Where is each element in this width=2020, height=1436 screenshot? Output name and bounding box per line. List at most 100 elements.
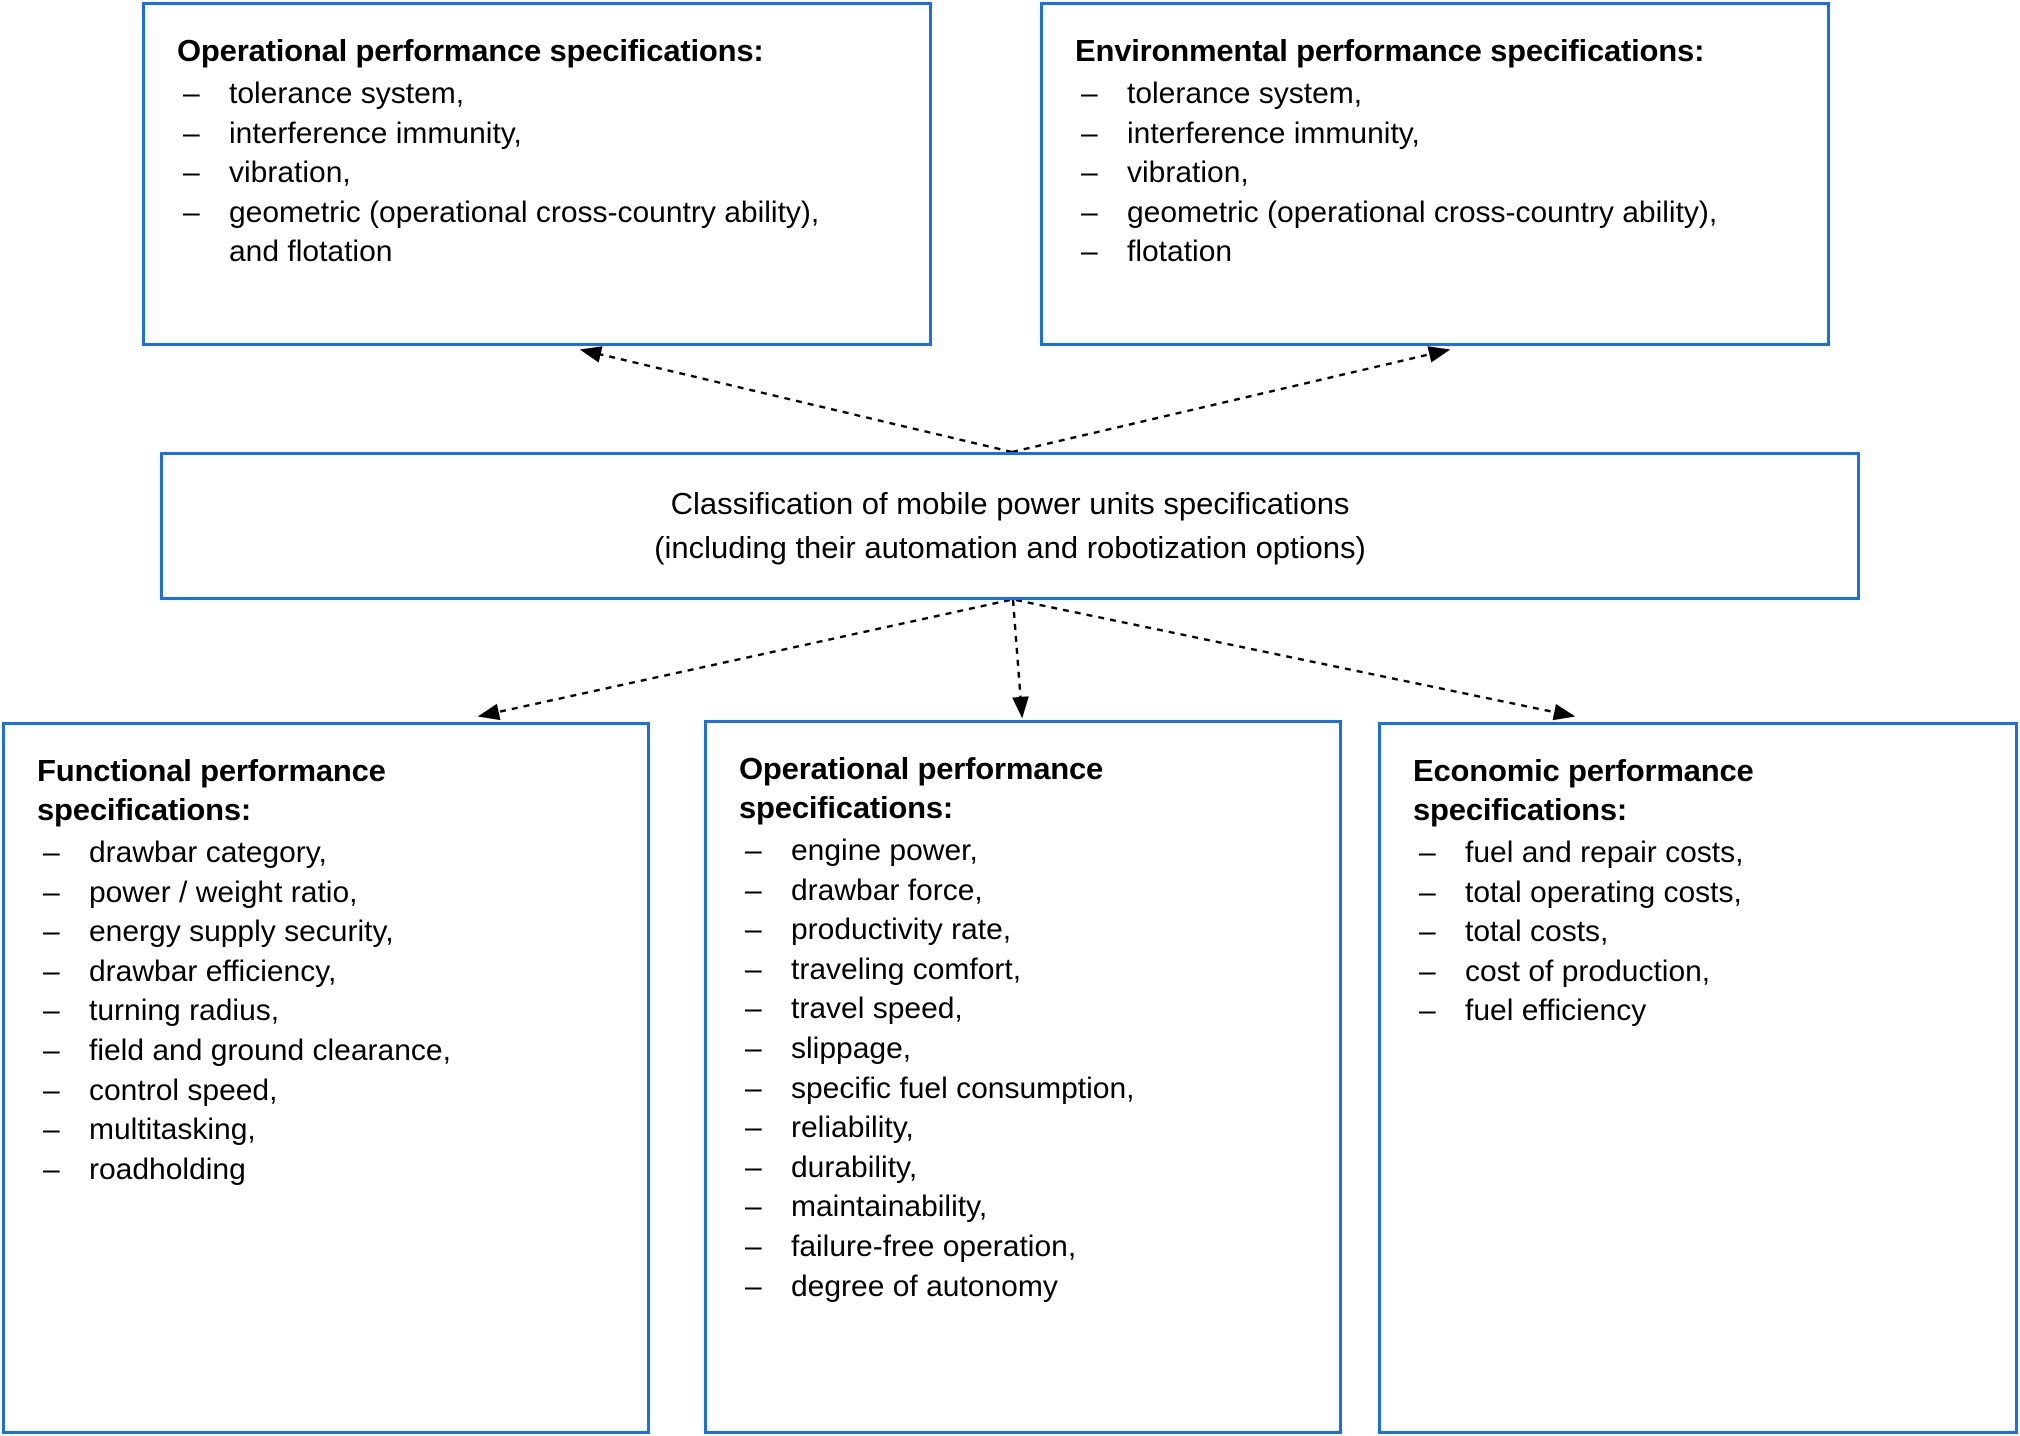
list-item: –degree of autonomy — [739, 1267, 1309, 1307]
list-item: –tolerance system, — [1075, 74, 1797, 114]
list-item-label: failure-free operation, — [791, 1230, 1077, 1264]
list-item: –cost of production, — [1413, 952, 1985, 992]
list-item-label: total costs, — [1465, 915, 1609, 949]
center-box-text: Classification of mobile power units spe… — [654, 485, 1366, 565]
list-item: –roadholding — [37, 1150, 617, 1190]
dash-bullet-icon: – — [745, 1150, 762, 1184]
dash-bullet-icon: – — [43, 994, 60, 1028]
list-item-label: degree of autonomy — [791, 1269, 1058, 1303]
list-item: –geometric (operational cross-country ab… — [177, 193, 899, 272]
connector-center-to-operational-top — [579, 346, 1013, 454]
list-item-label: flotation — [1127, 235, 1233, 269]
list-item: –durability, — [739, 1148, 1309, 1188]
dash-bullet-icon: – — [43, 875, 60, 909]
list-item-label: tolerance system, — [1127, 77, 1363, 111]
list-item-label: field and ground clearance, — [89, 1034, 451, 1068]
list-item-label: productivity rate, — [791, 913, 1012, 947]
connector-center-to-economic — [1015, 598, 1576, 721]
list-item: –energy supply security, — [37, 912, 617, 952]
box-title-operational-top: Operational performance specifications: — [177, 33, 764, 68]
list-item-label: geometric (operational cross-country abi… — [1127, 195, 1718, 229]
list-item-label: vibration, — [1127, 156, 1249, 190]
list-item: –multitasking, — [37, 1110, 617, 1150]
dash-bullet-icon: – — [745, 952, 762, 986]
list-item: –fuel and repair costs, — [1413, 833, 1985, 873]
list-item: –total costs, — [1413, 912, 1985, 952]
box-operational-performance-top: Operational performance specifications: … — [142, 2, 932, 346]
list-item: –geometric (operational cross-country ab… — [1075, 193, 1797, 233]
list-item: –vibration, — [177, 153, 899, 193]
dash-bullet-icon: – — [1419, 836, 1436, 870]
list-item-label: slippage, — [791, 1032, 912, 1066]
list-item: –drawbar efficiency, — [37, 952, 617, 992]
list-item: –interference immunity, — [177, 114, 899, 154]
dash-bullet-icon: – — [745, 1190, 762, 1224]
box-title-economic: Economic performance specifications: — [1413, 753, 1754, 828]
list-item-label: roadholding — [89, 1152, 246, 1186]
dash-bullet-icon: – — [1081, 77, 1098, 111]
list-item-label: power / weight ratio, — [89, 875, 358, 909]
spec-list-economic: –fuel and repair costs, –total operating… — [1413, 833, 1985, 1031]
list-item-label: vibration, — [229, 156, 351, 190]
dash-bullet-icon: – — [745, 1230, 762, 1264]
dash-bullet-icon: – — [43, 1073, 60, 1107]
dash-bullet-icon: – — [43, 915, 60, 949]
list-item: –interference immunity, — [1075, 114, 1797, 154]
list-item-label: interference immunity, — [229, 116, 522, 150]
dash-bullet-icon: – — [1419, 875, 1436, 909]
list-item-label: engine power, — [791, 834, 978, 868]
list-item-label: cost of production, — [1465, 954, 1711, 988]
dash-bullet-icon: – — [43, 1152, 60, 1186]
list-item: –productivity rate, — [739, 910, 1309, 950]
list-item-label: reliability, — [791, 1111, 914, 1145]
list-item-label: control speed, — [89, 1073, 278, 1107]
list-item-label: fuel efficiency — [1465, 994, 1647, 1028]
connector-center-to-operational-bottom — [1011, 599, 1029, 719]
dash-bullet-icon: – — [43, 1113, 60, 1147]
box-economic-performance: Economic performance specifications: –fu… — [1378, 722, 2018, 1434]
list-item-label: multitasking, — [89, 1113, 256, 1147]
dash-bullet-icon: – — [43, 836, 60, 870]
dash-bullet-icon: – — [745, 1269, 762, 1303]
dash-bullet-icon: – — [183, 77, 200, 111]
list-item: –specific fuel consumption, — [739, 1069, 1309, 1109]
box-functional-performance: Functional performance specifications: –… — [2, 722, 650, 1434]
box-title-functional: Functional performance specifications: — [37, 753, 386, 828]
list-item-label: drawbar force, — [791, 873, 983, 907]
list-item-label: total operating costs, — [1465, 875, 1742, 909]
dash-bullet-icon: – — [43, 954, 60, 988]
connector-center-to-functional — [477, 598, 1011, 721]
list-item: –drawbar force, — [739, 871, 1309, 911]
dash-bullet-icon: – — [745, 1111, 762, 1145]
list-item: –vibration, — [1075, 153, 1797, 193]
list-item-label: fuel and repair costs, — [1465, 836, 1744, 870]
dash-bullet-icon: – — [1419, 915, 1436, 949]
list-item: –traveling comfort, — [739, 950, 1309, 990]
list-item-label: drawbar category, — [89, 836, 327, 870]
box-operational-performance-bottom: Operational performance specifications: … — [704, 720, 1342, 1434]
list-item-label: geometric (operational cross-country abi… — [229, 195, 820, 269]
dash-bullet-icon: – — [1419, 994, 1436, 1028]
connector-center-to-environmental-top — [1011, 346, 1451, 454]
list-item: –failure-free operation, — [739, 1227, 1309, 1267]
list-item: –power / weight ratio, — [37, 873, 617, 913]
dash-bullet-icon: – — [43, 1034, 60, 1068]
dash-bullet-icon: – — [745, 992, 762, 1026]
list-item-label: interference immunity, — [1127, 116, 1420, 150]
dash-bullet-icon: – — [183, 156, 200, 190]
list-item-label: traveling comfort, — [791, 952, 1022, 986]
spec-list-operational-bottom: –engine power, –drawbar force, –producti… — [739, 831, 1309, 1306]
dash-bullet-icon: – — [1081, 116, 1098, 150]
dash-bullet-icon: – — [1081, 156, 1098, 190]
list-item: –slippage, — [739, 1029, 1309, 1069]
dash-bullet-icon: – — [745, 834, 762, 868]
box-environmental-performance-top: Environmental performance specifications… — [1040, 2, 1830, 346]
list-item-label: durability, — [791, 1150, 918, 1184]
list-item: –flotation — [1075, 232, 1797, 272]
list-item-label: travel speed, — [791, 992, 963, 1026]
spec-list-operational-top: –tolerance system, –interference immunit… — [177, 74, 899, 272]
list-item-label: specific fuel consumption, — [791, 1071, 1135, 1105]
list-item: –control speed, — [37, 1071, 617, 1111]
list-item: –tolerance system, — [177, 74, 899, 114]
dash-bullet-icon: – — [1081, 195, 1098, 229]
